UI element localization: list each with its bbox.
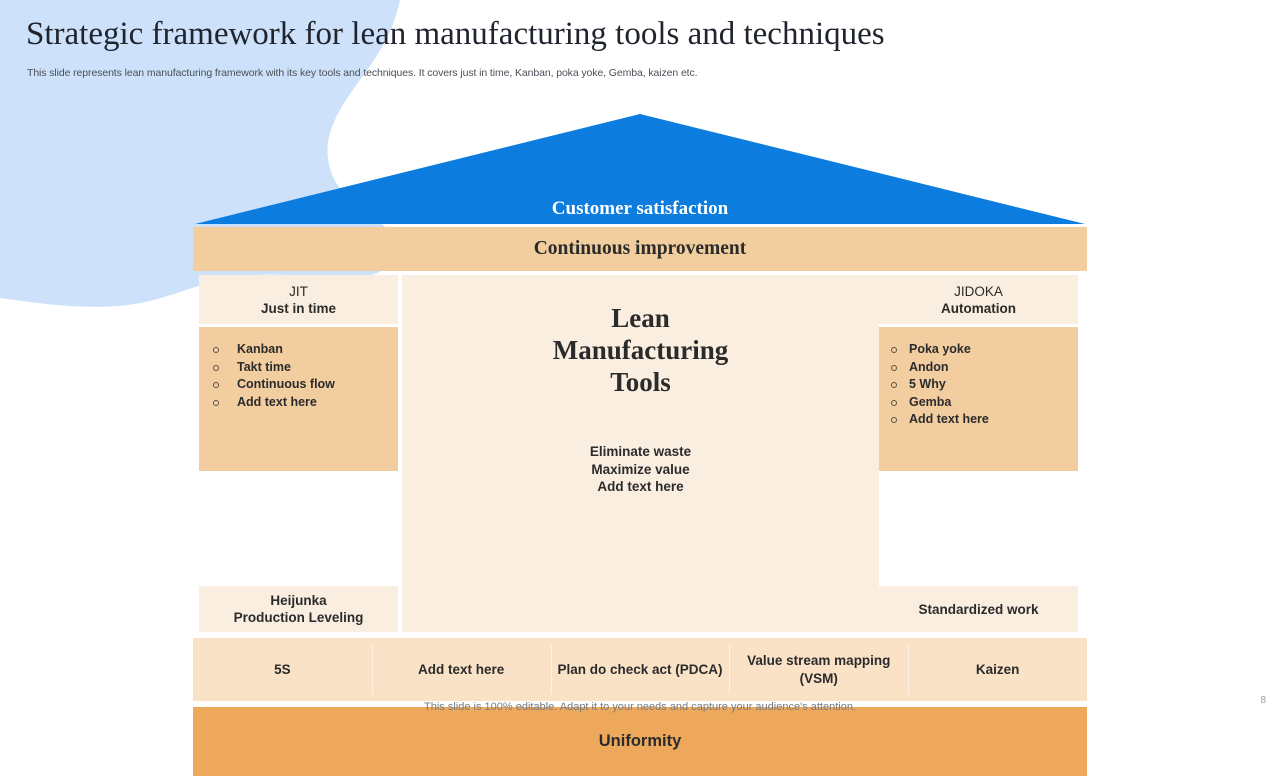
pillar-jidoka-body: Poka yoke Andon 5 Why Gemba [879, 327, 1078, 471]
tool-cell-pdca: Plan do check act (PDCA) [550, 638, 730, 701]
page-subtitle: This slide represents lean manufacturing… [27, 67, 698, 79]
bullet-circle-icon [891, 382, 897, 388]
center-sub-line-1: Eliminate waste [589, 444, 692, 459]
standardized-work-label: Standardized work [918, 601, 1039, 617]
roof-polygon [195, 114, 1085, 224]
center-title-line-2: Manufacturing [552, 335, 729, 365]
list-item-label: Poka yoke [909, 342, 971, 356]
list-item-label: Kanban [237, 342, 283, 356]
center-panel: Lean Manufacturing Tools Eliminate waste… [402, 275, 879, 632]
heijunka-label: Heijunka [270, 593, 327, 608]
list-item-label: Add text here [909, 412, 989, 426]
list-item-label: 5 Why [909, 377, 946, 391]
diagram-middle-region: JIT Just in time Kanban Takt time Conti [193, 275, 1087, 632]
customer-satisfaction-label: Customer satisfaction [551, 198, 729, 219]
page-number: 8 [1260, 695, 1266, 706]
list-item: Continuous flow [199, 376, 398, 394]
pillar-jit-header: JIT Just in time [199, 275, 398, 324]
footer-note: This slide is 100% editable. Adapt it to… [424, 701, 856, 713]
list-item: Kanban [199, 341, 398, 359]
bullet-circle-icon [213, 347, 219, 353]
list-item-label: Andon [909, 359, 949, 374]
tool-label: Value stream mapping (VSM) [747, 652, 891, 686]
pillar-jidoka: JIDOKA Automation Poka yoke Andon 5 Why [879, 275, 1078, 632]
pillar-jit-list: Kanban Takt time Continuous flow Add tex… [199, 341, 398, 411]
pillar-jidoka-header: JIDOKA Automation [879, 275, 1078, 324]
tool-label: Kaizen [975, 661, 1020, 677]
bullet-circle-icon [891, 364, 897, 371]
pillar-jit-body: Kanban Takt time Continuous flow Add tex… [199, 327, 398, 471]
list-item: Takt time [199, 359, 398, 377]
list-item: Gemba [879, 394, 1078, 412]
bullet-circle-icon [891, 417, 897, 423]
bullet-circle-icon [213, 382, 219, 388]
center-panel-subtext: Eliminate waste Maximize value Add text … [402, 443, 879, 496]
tools-row: 5S Add text here Plan do check act (PDCA… [193, 638, 1087, 701]
list-item: Andon [879, 359, 1078, 377]
pillar-jit-subtitle: Just in time [260, 300, 336, 316]
tool-label: 5S [274, 661, 291, 677]
pillar-jit: JIT Just in time Kanban Takt time Conti [199, 275, 398, 632]
production-leveling-label: Production Leveling [233, 610, 364, 625]
center-panel-title: Lean Manufacturing Tools [402, 302, 879, 398]
center-sub-line-3: Add text here [597, 479, 684, 494]
bullet-circle-icon [213, 364, 219, 371]
pillar-jidoka-title: JIDOKA [954, 283, 1003, 299]
tool-cell-vsm: Value stream mapping (VSM) [729, 638, 908, 701]
list-item-label: Takt time [237, 359, 291, 374]
pillar-jit-title: JIT [289, 283, 308, 299]
tool-cell-kaizen: Kaizen [908, 638, 1087, 701]
bullet-circle-icon [891, 347, 897, 353]
center-title-line-3: Tools [610, 367, 671, 397]
foundation-bar: Uniformity [193, 707, 1087, 776]
bullet-circle-icon [891, 399, 897, 406]
center-sub-line-2: Maximize value [591, 461, 690, 477]
lean-house-diagram: Customer satisfaction Continuous improve… [193, 112, 1087, 776]
continuous-improvement-band: Continuous improvement [193, 227, 1087, 271]
pillar-jidoka-list: Poka yoke Andon 5 Why Gemba [879, 341, 1078, 429]
tool-cell-5s: 5S [193, 638, 372, 701]
page-title: Strategic framework for lean manufacturi… [26, 16, 885, 52]
tool-label: Plan do check act (PDCA) [557, 661, 723, 677]
list-item: Add text here [879, 411, 1078, 429]
pillar-jit-footer: Heijunka Production Leveling [199, 586, 398, 632]
list-item: Poka yoke [879, 341, 1078, 359]
tool-cell-add-text-here: Add text here [371, 638, 551, 701]
list-item-label: Gemba [909, 394, 952, 409]
bullet-circle-icon [213, 399, 219, 406]
uniformity-label: Uniformity [598, 732, 682, 750]
pillar-jidoka-subtitle: Automation [941, 300, 1016, 316]
pillar-jidoka-footer: Standardized work [879, 586, 1078, 632]
continuous-improvement-label: Continuous improvement [533, 238, 747, 259]
list-item: Add text here [199, 394, 398, 412]
list-item-label: Add text here [237, 394, 317, 409]
list-item: 5 Why [879, 376, 1078, 394]
roof-triangle [195, 114, 1085, 224]
list-item-label: Continuous flow [237, 377, 335, 391]
tool-label: Add text here [418, 661, 505, 677]
center-title-line-1: Lean [611, 303, 670, 333]
